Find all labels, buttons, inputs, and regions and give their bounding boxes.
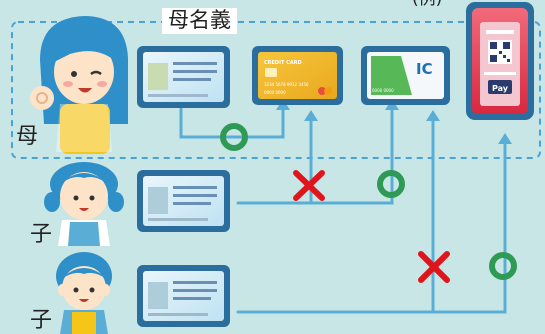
ok-mark-mother-credit <box>220 123 248 151</box>
role-label-mother: 母 <box>16 124 39 149</box>
arrowhead-phone <box>498 133 512 144</box>
role-label-child-2: 子 <box>30 308 53 333</box>
credit-card-brand: CREDIT CARD <box>264 60 302 66</box>
mother-name-group-box <box>11 21 541 159</box>
line-child2-to-phone <box>431 141 507 314</box>
qr-code-icon <box>488 40 512 64</box>
id-card-child-2 <box>137 265 230 327</box>
smartphone: Pay <box>466 2 534 120</box>
id-card-child-1 <box>137 170 230 232</box>
child-1-figure <box>44 162 124 246</box>
id-card-mother <box>137 46 230 108</box>
ok-mark-child1-ic <box>377 170 405 198</box>
line-child1-to-ic <box>309 106 394 205</box>
credit-card-holder: 0000 0000 <box>264 90 286 95</box>
arrowhead-ic-2 <box>426 110 440 121</box>
mother-figure <box>30 16 128 154</box>
role-label-child-1: 子 <box>30 222 53 247</box>
example-label: (例) <box>412 0 442 8</box>
line-child2-to-ic <box>236 118 435 314</box>
ic-card: IC 0000 0000 <box>361 46 450 105</box>
connection-lines <box>179 106 507 314</box>
pay-label: Pay <box>492 84 509 93</box>
ic-card-label: IC <box>416 60 433 78</box>
child-2-figure <box>56 252 112 334</box>
line-mother-to-credit <box>179 106 285 139</box>
credit-card: CREDIT CARD 1234 5678 9012 3456 0000 000… <box>252 46 343 105</box>
mother-name-group-label: 母名義 <box>162 8 237 34</box>
arrowhead-credit-2 <box>304 110 318 121</box>
credit-card-number: 1234 5678 9012 3456 <box>264 82 309 87</box>
ng-mark-child1-credit <box>293 170 325 201</box>
ic-card-number: 0000 0000 <box>372 88 394 93</box>
ok-mark-child2-phone <box>489 252 517 280</box>
ng-mark-child2-ic <box>418 251 450 283</box>
